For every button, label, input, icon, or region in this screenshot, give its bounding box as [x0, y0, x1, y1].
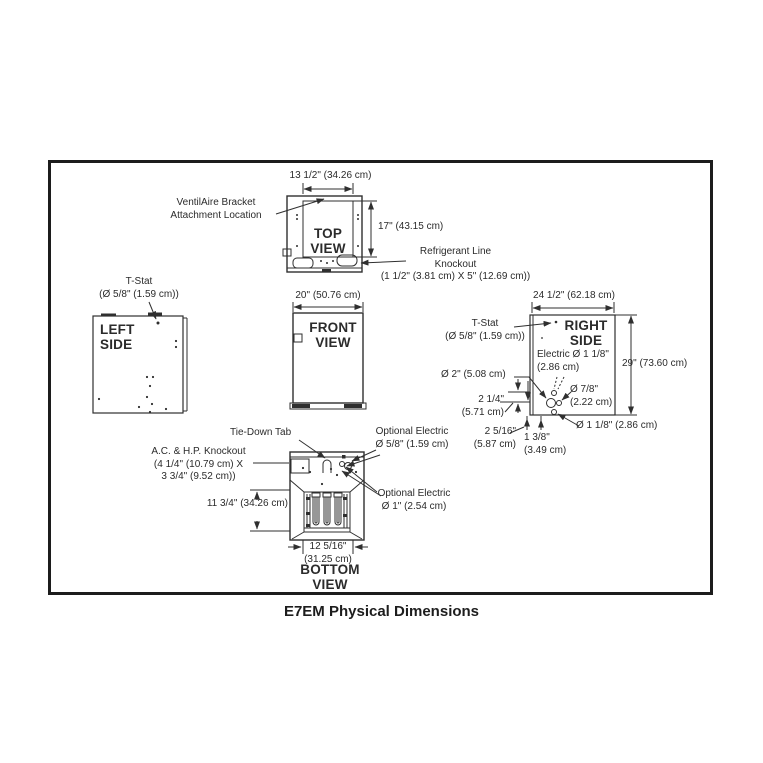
right-side-width-dimension: 24 1/2" (62.18 cm): [533, 290, 615, 301]
label-line: (5.71 cm): [461, 406, 504, 418]
dia118-knockout-hole: [551, 409, 557, 415]
top-view-depth-dimension: 17" (43.15 cm): [378, 221, 444, 232]
label-line: Ø 1" (2.54 cm): [381, 500, 447, 512]
label-line: Knockout: [434, 258, 477, 270]
heating-elements: [311, 492, 343, 526]
tstat-hole: [554, 320, 558, 324]
top-view-title: TOP VIEW: [310, 226, 346, 257]
label-line: (2.86 cm): [537, 361, 580, 373]
dia2-leader-line: [514, 376, 547, 399]
dia118-knockout-label: Ø 1 1/8" (2.86 cm): [576, 420, 658, 431]
left-side-title: LEFT SIDE: [100, 322, 135, 353]
label-line: 1 3/8": [524, 432, 550, 443]
top-view-width-dimension: 13 1/2" (34.26 cm): [289, 170, 372, 181]
dia2-knockout-hole: [546, 398, 556, 408]
front-view-title: FRONT VIEW: [309, 320, 357, 351]
label-line: (4 1/4" (10.79 cm) X: [153, 458, 244, 470]
right-side-linework: [500, 302, 637, 434]
label-line: (Ø 5/8" (1.59 cm)): [99, 288, 179, 300]
bottom-view-title: BOTTOM VIEW: [300, 562, 360, 593]
front-view-width-dimension: 20" (50.76 cm): [295, 290, 361, 301]
optional-electric-58-leader: [351, 449, 377, 462]
optional-electric-1-leader: [341, 470, 382, 497]
right-side-height-dimension: 29" (73.60 cm): [622, 358, 688, 369]
dia2-knockout-label: Ø 2" (5.08 cm): [441, 369, 506, 380]
diagram-frame: [48, 160, 713, 595]
right-side-tstat-label: T-Stat (Ø 5/8" (1.59 cm)): [443, 318, 527, 343]
optional-electric-58-leader: [346, 454, 381, 467]
label-line: 12 5/16": [309, 541, 347, 552]
dim-2-516-label: 2 5/16" (5.87 cm): [466, 426, 516, 451]
tstat-leader-line: [513, 320, 552, 328]
dia78-knockout-hole: [556, 400, 562, 406]
label-line: Ø 5/8" (1.59 cm): [375, 438, 449, 450]
refrigerant-knockout-shape: [336, 254, 358, 267]
refrigerant-knockout-shape: [292, 257, 314, 269]
optional-electric-58-hole: [339, 461, 345, 467]
dim-2-14-label: 2 1/4" (5.71 cm): [448, 394, 504, 419]
label-line: A.C. & H.P. Knockout: [151, 446, 246, 457]
label-line: (2.22 cm): [570, 396, 613, 408]
label-line: Ø 7/8": [570, 384, 599, 395]
top-view-linework: [275, 183, 407, 273]
tie-down-tab-shape: [322, 459, 332, 473]
label-line: T-Stat: [125, 276, 153, 287]
label-line: Electric Ø 1 1/8": [537, 349, 609, 360]
label-line: Optional Electric: [375, 426, 449, 437]
optional-electric-1-leader: [345, 466, 378, 493]
label-line: (31.25 cm): [304, 553, 352, 565]
ventilaire-bracket-outline: [302, 200, 354, 258]
label-line: Refrigerant Line: [419, 246, 492, 257]
label-line: T-Stat: [471, 318, 499, 329]
label-line: (5.87 cm): [473, 438, 516, 450]
dia78-leader-line: [561, 391, 572, 401]
label-line: (Ø 5/8" (1.59 cm)): [445, 330, 525, 342]
label-line: VentilAire Bracket: [176, 197, 256, 208]
right-side-title: RIGHT SIDE: [564, 318, 608, 349]
bottom-view-linework: [250, 439, 382, 554]
ac-hp-knockout-shape: [290, 458, 310, 474]
tstat-leader-line: [148, 301, 157, 320]
electric-knockout-hole: [551, 390, 557, 396]
label-line: 2 5/16": [484, 426, 516, 437]
left-side-tstat-label: T-Stat (Ø 5/8" (1.59 cm)): [93, 276, 185, 301]
label-line: Attachment Location: [170, 209, 262, 221]
tie-down-tab-label: Tie-Down Tab: [230, 427, 292, 438]
ventilaire-bracket-label: VentilAire Bracket Attachment Location: [157, 197, 275, 222]
dim-1-38-label: 1 3/8" (3.49 cm): [524, 432, 572, 457]
front-view-linework: [289, 302, 367, 410]
dia118-leader-line: [557, 413, 580, 427]
bottom-view-width-dimension: 12 5/16" (31.25 cm): [296, 541, 360, 566]
label-line: 2 1/4": [478, 394, 504, 405]
label-line: (3.49 cm): [524, 444, 567, 456]
left-side-linework: [92, 301, 188, 414]
optional-electric-58-label: Optional Electric Ø 5/8" (1.59 cm): [368, 426, 456, 451]
electric-knockout-label: Electric Ø 1 1/8" (2.86 cm): [537, 349, 617, 374]
refrigerant-leader-line: [360, 259, 407, 266]
ventilaire-leader-line: [275, 198, 325, 215]
tie-down-leader-line: [298, 439, 326, 459]
ac-hp-knockout-label: A.C. & H.P. Knockout (4 1/4" (10.79 cm) …: [141, 446, 256, 484]
bottom-view-height-dimension: 11 3/4" (34.26 cm): [206, 498, 288, 509]
dia78-knockout-label: Ø 7/8" (2.22 cm): [570, 384, 622, 409]
label-line: (1 1/2" (3.81 cm) X 5" (12.69 cm)): [380, 271, 531, 282]
tstat-hole: [156, 321, 160, 325]
label-line: 3 3/4" (9.52 cm)): [161, 471, 236, 482]
optional-electric-1-label: Optional Electric Ø 1" (2.54 cm): [370, 488, 458, 513]
refrigerant-knockout-label: Refrigerant Line Knockout (1 1/2" (3.81 …: [378, 246, 533, 284]
label-line: Optional Electric: [377, 488, 451, 499]
figure-title: E7EM Physical Dimensions: [283, 603, 480, 620]
